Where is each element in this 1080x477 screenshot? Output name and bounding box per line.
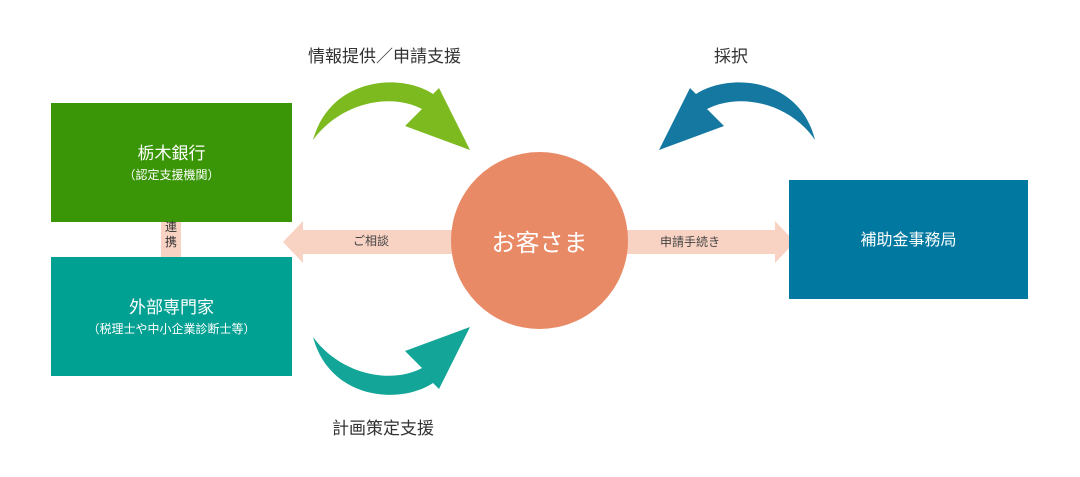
consult-label: ご相談 <box>353 234 390 248</box>
bank-title: 栃木銀行 <box>137 143 206 164</box>
expert-node: 外部専門家 （税理士や中小企業診断士等） <box>51 257 292 376</box>
consult-arrow <box>283 221 460 263</box>
plan-support-label: 計画策定支援 <box>332 419 434 439</box>
expert-subtitle: （税理士や中小企業診断士等） <box>87 321 256 336</box>
customer-node: お客さま <box>451 152 628 329</box>
expert-title: 外部専門家 <box>129 297 214 318</box>
subsidy-office-node: 補助金事務局 <box>789 180 1028 299</box>
adoption-arrow <box>659 82 815 150</box>
plan-support-arrow <box>313 327 470 395</box>
bank-node: 栃木銀行 （認定支援機関） <box>51 103 292 222</box>
info-support-arrow <box>313 82 470 150</box>
link-label: 連携 <box>164 220 177 249</box>
office-title: 補助金事務局 <box>860 229 957 249</box>
info-support-label: 情報提供／申請支援 <box>308 47 461 67</box>
adoption-label: 採択 <box>714 47 748 67</box>
application-arrow <box>617 221 795 263</box>
customer-title: お客さま <box>491 229 588 257</box>
application-label: 申請手続き <box>660 235 721 249</box>
bank-subtitle: （認定支援機関） <box>123 167 220 182</box>
